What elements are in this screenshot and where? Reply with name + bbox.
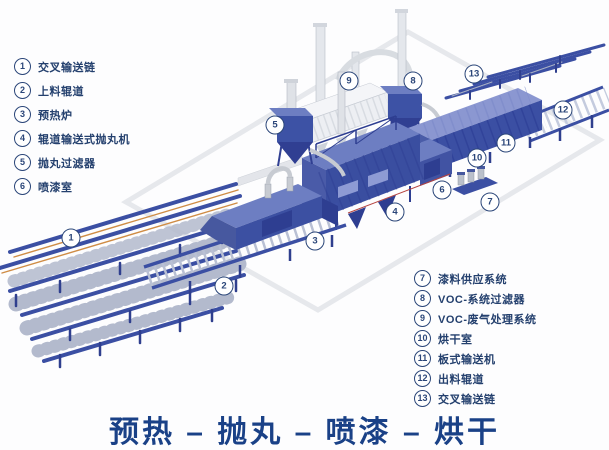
legend-label: 上料辊道 bbox=[38, 85, 84, 98]
legend-number-badge: 3 bbox=[14, 106, 31, 123]
legend-number-badge: 1 bbox=[14, 58, 31, 75]
legend-label: 漆料供应系统 bbox=[438, 273, 507, 286]
legend-item: 4 辊道输送式抛丸机 bbox=[14, 130, 130, 147]
legend-label: 辊道输送式抛丸机 bbox=[38, 133, 130, 146]
legend-item: 9 VOC-废气处理系统 bbox=[414, 310, 537, 327]
cross-conveyor-chain-13-graphic bbox=[444, 43, 606, 100]
legend-number-badge: 5 bbox=[14, 154, 31, 171]
legend-number-badge: 8 bbox=[414, 290, 431, 307]
legend-item: 11 板式输送机 bbox=[414, 350, 537, 367]
floor-outline bbox=[121, 29, 605, 313]
legend-item: 1 交叉输送链 bbox=[14, 58, 130, 75]
shot-blast-machine-graphic bbox=[302, 71, 428, 230]
legend-item: 6 喷漆室 bbox=[14, 178, 130, 195]
legend-item: 8 VOC-系统过滤器 bbox=[414, 290, 537, 307]
legend-item: 10 烘干室 bbox=[414, 330, 537, 347]
legend-item: 2 上料辊道 bbox=[14, 82, 130, 99]
legend-label: 交叉输送链 bbox=[438, 393, 496, 406]
cross-conveyor-chain-1-graphic bbox=[0, 182, 247, 369]
legend-number-badge: 11 bbox=[414, 350, 431, 367]
wall-graphic bbox=[237, 155, 303, 187]
process-title: 预热 – 抛丸 – 喷漆 – 烘干 bbox=[108, 416, 501, 449]
legend-label: 喷漆室 bbox=[38, 181, 73, 194]
legend-label: 交叉输送链 bbox=[38, 61, 96, 74]
preheat-furnace-graphic bbox=[200, 166, 338, 250]
legend-item: 13 交叉输送链 bbox=[414, 390, 537, 407]
legend-right: 7 漆料供应系统 8 VOC-系统过滤器 9 VOC-废气处理系统 10 烘干室… bbox=[414, 270, 537, 410]
blast-filter-5-graphic bbox=[269, 79, 346, 177]
legend-label: 板式输送机 bbox=[438, 353, 496, 366]
legend-number-badge: 12 bbox=[414, 370, 431, 387]
legend-number-badge: 10 bbox=[414, 330, 431, 347]
legend-label: 抛丸过滤器 bbox=[38, 157, 96, 170]
legend-label: VOC-系统过滤器 bbox=[438, 293, 525, 306]
legend-label: 预热炉 bbox=[38, 109, 73, 122]
legend-item: 3 预热炉 bbox=[14, 106, 130, 123]
legend-label: VOC-废气处理系统 bbox=[438, 313, 537, 326]
legend-item: 12 出料辊道 bbox=[414, 370, 537, 387]
legend-label: 烘干室 bbox=[438, 333, 473, 346]
legend-number-badge: 9 bbox=[414, 310, 431, 327]
legend-number-badge: 4 bbox=[14, 130, 31, 147]
legend-number-badge: 7 bbox=[414, 270, 431, 287]
paint-supply-skid-graphic bbox=[452, 166, 498, 195]
legend-number-badge: 13 bbox=[414, 390, 431, 407]
legend-number-badge: 2 bbox=[14, 82, 31, 99]
legend-item: 7 漆料供应系统 bbox=[414, 270, 537, 287]
legend-label: 出料辊道 bbox=[438, 373, 484, 386]
legend-left: 1 交叉输送链 2 上料辊道 3 预热炉 4 辊道输送式抛丸机 5 抛丸过滤器 bbox=[14, 58, 130, 202]
legend-item: 5 抛丸过滤器 bbox=[14, 154, 130, 171]
legend-number-badge: 6 bbox=[14, 178, 31, 195]
